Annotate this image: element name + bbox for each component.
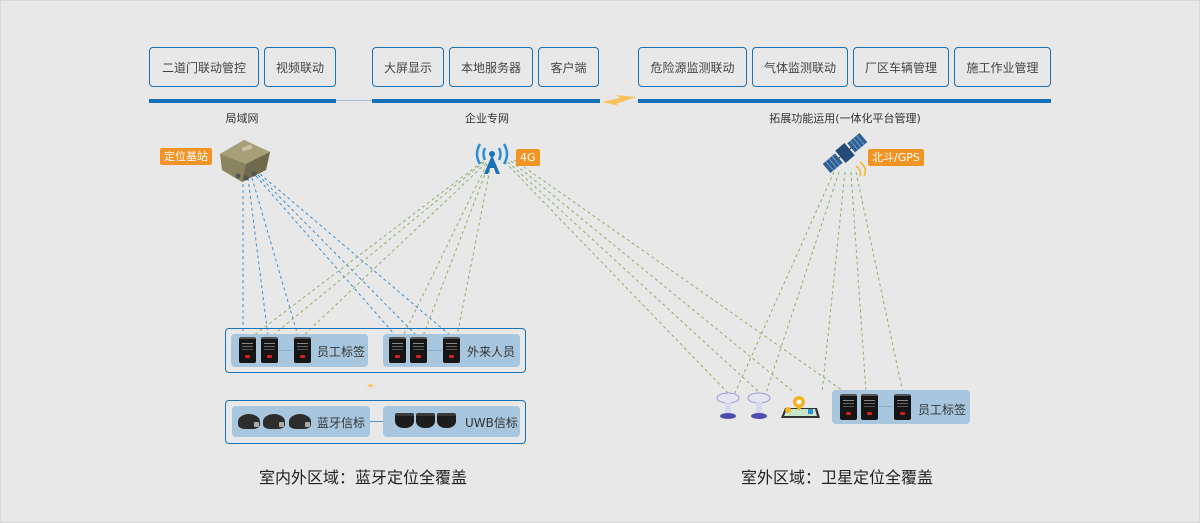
extended-function-label: 拓展功能运用(一体化平台管理) (769, 112, 921, 125)
employee-tag-icon (861, 394, 878, 420)
4g-badge: 4G (516, 149, 540, 166)
module-local-server[interactable]: 本地服务器 (449, 47, 533, 87)
module-hazard-linkage[interactable]: 危险源监测联动 (638, 47, 747, 87)
indoor-tag-group (225, 328, 526, 373)
visitor-tag-icon (410, 337, 427, 363)
beacon-connector (370, 421, 383, 422)
link-4g-tag3 (302, 162, 487, 337)
bluetooth-beacon-icon (289, 414, 311, 429)
link-bs-tag5 (257, 174, 418, 337)
beidou-gps-badge: 北斗/GPS (868, 149, 924, 166)
outdoor-zone-caption: 室外区域：卫星定位全覆盖 (741, 468, 934, 487)
employee-tag-icon (261, 337, 278, 363)
lan-enterprise-connector (336, 100, 372, 101)
uwb-beacon-icon (395, 413, 414, 428)
module-video-linkage[interactable]: 视频联动 (264, 47, 336, 87)
link-sat-receiver2 (765, 171, 840, 394)
employee-tag-icon (894, 394, 911, 420)
tag-connector (879, 406, 892, 407)
base-station-badge: 定位基站 (160, 148, 212, 165)
link-4g-receiver1 (504, 161, 729, 394)
outdoor-employee-tag-label: 员工标签 (918, 403, 967, 417)
module-client[interactable]: 客户端 (538, 47, 599, 87)
module-vehicle-management[interactable]: 厂区车辆管理 (853, 47, 949, 87)
module-construction-management[interactable]: 施工作业管理 (954, 47, 1051, 87)
wireless-bolt-icon (602, 95, 636, 106)
visitor-tag-icon (389, 337, 406, 363)
visitor-tag-icon (443, 337, 460, 363)
visitor-tag-label: 外来人员 (467, 345, 516, 359)
module-gas-linkage[interactable]: 气体监测联动 (752, 47, 848, 87)
link-4g-tag1 (252, 161, 483, 337)
link-4g-tag6 (456, 163, 492, 337)
link-4g-receiver3 (510, 160, 796, 394)
employee-tag-icon (840, 394, 857, 420)
module-gate-linkage[interactable]: 二道门联动管控 (149, 47, 259, 87)
employee-tag-icon (294, 337, 311, 363)
link-sat-receiver1 (734, 171, 835, 394)
lan-bus-bar (149, 99, 336, 103)
link-sat-tag1 (821, 171, 846, 394)
bluetooth-beacon-icon (238, 414, 260, 429)
bluetooth-beacon-icon (263, 414, 285, 429)
link-bs-tag4 (255, 175, 397, 337)
uwb-beacon-icon (437, 413, 456, 428)
tag-connector (428, 350, 442, 351)
enterprise-bus-bar (372, 99, 600, 103)
link-4g-tag5 (422, 163, 490, 337)
antenna-tower-icon[interactable] (472, 140, 512, 176)
gnss-antenna-icon (716, 392, 740, 419)
link-bs-tag2 (247, 177, 269, 337)
module-big-screen[interactable]: 大屏显示 (372, 47, 444, 87)
link-4g-tag-outdoor (513, 159, 847, 394)
uwb-beacon-icon (416, 413, 435, 428)
tag-connector (279, 350, 291, 351)
satellite-links (734, 171, 904, 394)
satellite-icon[interactable] (820, 128, 870, 178)
bluetooth-links (242, 173, 452, 337)
link-4g-tag2 (271, 161, 485, 337)
link-sat-tag2 (850, 171, 867, 394)
link-sat-tag3 (855, 171, 904, 394)
employee-tag-icon (239, 337, 256, 363)
uwb-beacon-label: UWB信标 (465, 416, 518, 430)
indoor-zone-caption: 室内外区域：蓝牙定位全覆盖 (259, 468, 468, 487)
lan-label: 局域网 (225, 112, 259, 125)
gnss-antenna-icon (747, 392, 771, 419)
wireless-bolt-icon (360, 377, 378, 397)
enterprise-network-label: 企业专网 (465, 112, 509, 125)
link-4g-tag4 (402, 163, 488, 337)
base-station-icon[interactable] (214, 136, 276, 184)
link-4g-receiver2 (507, 161, 761, 394)
cellular-links (252, 159, 847, 394)
map-pin-icon (781, 396, 820, 418)
employee-tag-label: 员工标签 (317, 345, 366, 359)
link-bs-tag3 (251, 177, 299, 337)
extended-bus-bar (638, 99, 1051, 103)
bluetooth-beacon-label: 蓝牙信标 (317, 416, 366, 430)
indoor-beacon-group (225, 400, 526, 444)
link-bs-tag6 (259, 173, 452, 337)
